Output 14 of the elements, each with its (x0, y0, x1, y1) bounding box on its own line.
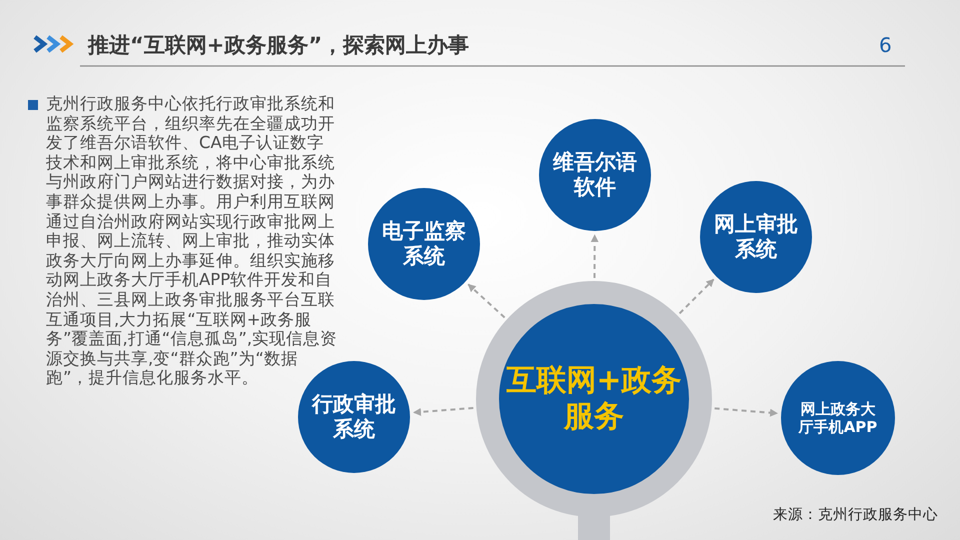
topic-circle: 维吾尔语软件 (539, 119, 651, 231)
topic-circle: 网上审批系统 (700, 181, 812, 293)
page-number: 6 (879, 33, 892, 57)
topic-circle: 行政审批系统 (298, 361, 410, 473)
slide-title: 推进“互联网+政务服务”，探索网上办事 (88, 32, 470, 59)
arrow (714, 407, 778, 417)
arrow (468, 284, 506, 318)
arrow (590, 234, 599, 278)
source-note: 来源：克州行政服务中心 (773, 506, 938, 524)
arrow (678, 278, 714, 314)
topic-circle: 电子监察系统 (368, 188, 480, 300)
arrow (413, 407, 474, 416)
magnifier-circle: 互联网+政务服务 (476, 281, 712, 517)
topic-circle: 网上政务大厅手机APP (781, 361, 895, 475)
